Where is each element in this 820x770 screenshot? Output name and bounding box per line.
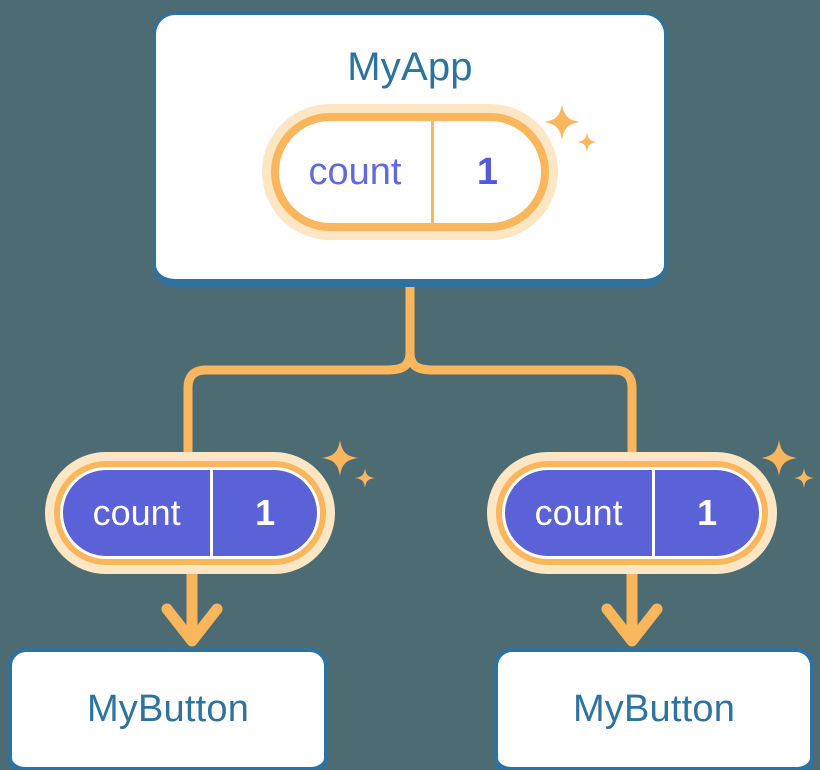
root-component-title: MyApp [347,45,473,89]
arrow-down-left [161,574,223,647]
root-state-pill[interactable]: count 1 [262,104,558,240]
pill-body: count 1 [279,121,541,223]
pill-inner: count 1 [505,470,759,556]
connector-trunk-and-branch [183,282,637,463]
child-state-pill-left[interactable]: count 1 [45,452,335,574]
child-component-label: MyButton [86,688,250,730]
pill-value-label: 1 [255,492,276,533]
pill-value-label: 1 [476,150,499,193]
pill-ring: count 1 [496,461,768,565]
pill-key-label: count [63,470,214,556]
pill-ring: count 1 [271,113,549,231]
pill-key-label: count [505,470,656,556]
pill-value-label: 1 [697,492,718,533]
pill-ring: count 1 [54,461,326,565]
child-component-label: MyButton [572,688,736,730]
pill-inner: count 1 [63,470,317,556]
child-state-pill-right[interactable]: count 1 [487,452,777,574]
child-component-card-left[interactable]: MyButton [8,648,328,770]
child-component-card-right[interactable]: MyButton [494,648,814,770]
pill-key-label: count [279,121,434,223]
pill-body: count 1 [60,467,320,559]
pill-body: count 1 [502,467,762,559]
arrow-down-right [601,574,663,647]
